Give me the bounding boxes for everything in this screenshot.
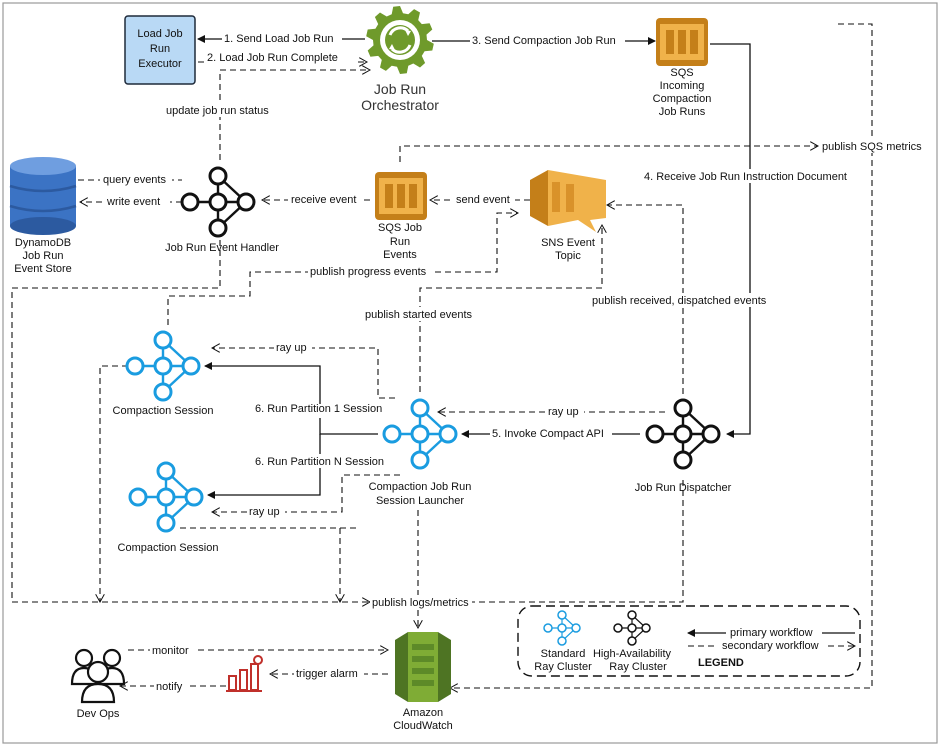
compaction-session-1-label: Compaction Session — [113, 405, 214, 417]
legend-standard-line-2: Ray Cluster — [534, 661, 592, 673]
load-executor-line-3: Executor — [138, 58, 182, 70]
dynamodb-line-2: Job Run — [23, 250, 64, 262]
edge-publish-received-dispatched — [607, 205, 684, 394]
alarm-icon — [226, 655, 263, 692]
dynamodb-line-1: DynamoDB — [15, 237, 71, 249]
edge-publish-progress-events — [167, 213, 518, 325]
edge-run-partition-1 — [204, 362, 378, 435]
legend-ha-line-1: High-Availability — [593, 648, 672, 660]
load-job-run-executor: Load Job Run Executor — [124, 15, 196, 85]
label-run-partition-1: 6. Run Partition 1 Session — [255, 403, 382, 415]
label-ray-up-2: ray up — [548, 406, 579, 418]
devops-label: Dev Ops — [77, 708, 120, 720]
sqs-incoming-line-2: Incoming — [660, 80, 705, 92]
sqs-events-line-1: SQS Job — [378, 222, 422, 234]
label-receive-job-run-instruction: 4. Receive Job Run Instruction Document — [644, 171, 847, 183]
sqs-incoming-line-3: Compaction — [653, 93, 712, 105]
cloudwatch-line-1: Amazon — [403, 707, 443, 719]
label-ray-up-1: ray up — [276, 342, 307, 354]
dynamodb-line-3: Event Store — [14, 263, 71, 275]
label-send-load-job-run: 1. Send Load Job Run — [224, 33, 333, 45]
label-publish-sqs-metrics: publish SQS metrics — [822, 141, 922, 153]
dispatcher-label: Job Run Dispatcher — [635, 482, 732, 494]
label-invoke-compact-api: 5. Invoke Compact API — [492, 428, 604, 440]
edge-update-job-run-status — [219, 70, 370, 160]
label-send-event: send event — [456, 194, 510, 206]
label-ray-up-3: ray up — [249, 506, 280, 518]
legend-ha-line-2: Ray Cluster — [609, 661, 667, 673]
sqs-events-line-2: Run — [390, 236, 410, 248]
load-executor-line-2: Run — [150, 43, 170, 55]
edge-publish-sqs-metrics — [399, 146, 818, 162]
sqs-incoming-queue-icon — [656, 18, 708, 66]
sqs-incoming-line-4: Job Runs — [659, 106, 706, 118]
sqs-events-line-3: Events — [383, 249, 417, 261]
orchestrator-label-line-2: Orchestrator — [361, 97, 439, 113]
label-query-events: query events — [103, 174, 166, 186]
sns-line-1: SNS Event — [541, 237, 595, 249]
sqs-events-queue-icon — [375, 172, 427, 220]
cloudwatch-line-2: CloudWatch — [393, 720, 453, 732]
session-launcher-line-2: Session Launcher — [376, 495, 464, 507]
sns-topic-icon — [530, 170, 606, 232]
label-write-event: write event — [106, 196, 160, 208]
devops-users-icon — [70, 648, 126, 704]
label-receive-event: receive event — [291, 194, 356, 206]
edge-receive-job-run-instruction — [710, 43, 751, 438]
label-publish-progress-events: publish progress events — [310, 266, 427, 278]
dynamodb-icon — [9, 157, 77, 235]
label-update-job-run-status: update job run status — [166, 105, 269, 117]
edge-session1-logs — [100, 365, 128, 602]
label-monitor: monitor — [152, 645, 189, 657]
edge-right-to-cloudwatch — [450, 23, 873, 688]
edge-publish-started-events — [419, 225, 602, 392]
label-trigger-alarm: trigger alarm — [296, 668, 358, 680]
sns-line-2: Topic — [555, 250, 581, 262]
legend-title: LEGEND — [698, 657, 744, 669]
label-publish-started-events: publish started events — [365, 309, 473, 321]
session-launcher-line-1: Compaction Job Run — [369, 481, 472, 493]
load-executor-line-1: Load Job — [137, 28, 182, 40]
label-publish-logs-metrics: publish logs/metrics — [372, 597, 469, 609]
orchestrator-label-line-1: Job Run — [374, 81, 426, 97]
orchestrator-gear-icon — [366, 6, 434, 74]
edge-dispatcher-publish-logs — [448, 480, 684, 602]
legend-primary-label: primary workflow — [730, 627, 813, 639]
cloudwatch-icon — [395, 632, 451, 702]
label-notify: notify — [156, 681, 183, 693]
legend: Standard Ray Cluster High-Availability R… — [517, 605, 861, 677]
sqs-incoming-line-1: SQS — [670, 67, 693, 79]
label-publish-received-dispatched: publish received, dispatched events — [592, 295, 767, 307]
event-handler-label: Job Run Event Handler — [165, 242, 279, 254]
legend-secondary-label: secondary workflow — [722, 640, 819, 652]
label-send-compaction-job-run: 3. Send Compaction Job Run — [472, 35, 616, 47]
label-load-job-run-complete: 2. Load Job Run Complete — [207, 52, 338, 64]
edge-handler-publish-logs — [11, 230, 370, 602]
legend-standard-line-1: Standard — [541, 648, 586, 660]
compaction-session-2-label: Compaction Session — [118, 542, 219, 554]
label-run-partition-n: 6. Run Partition N Session — [255, 456, 384, 468]
